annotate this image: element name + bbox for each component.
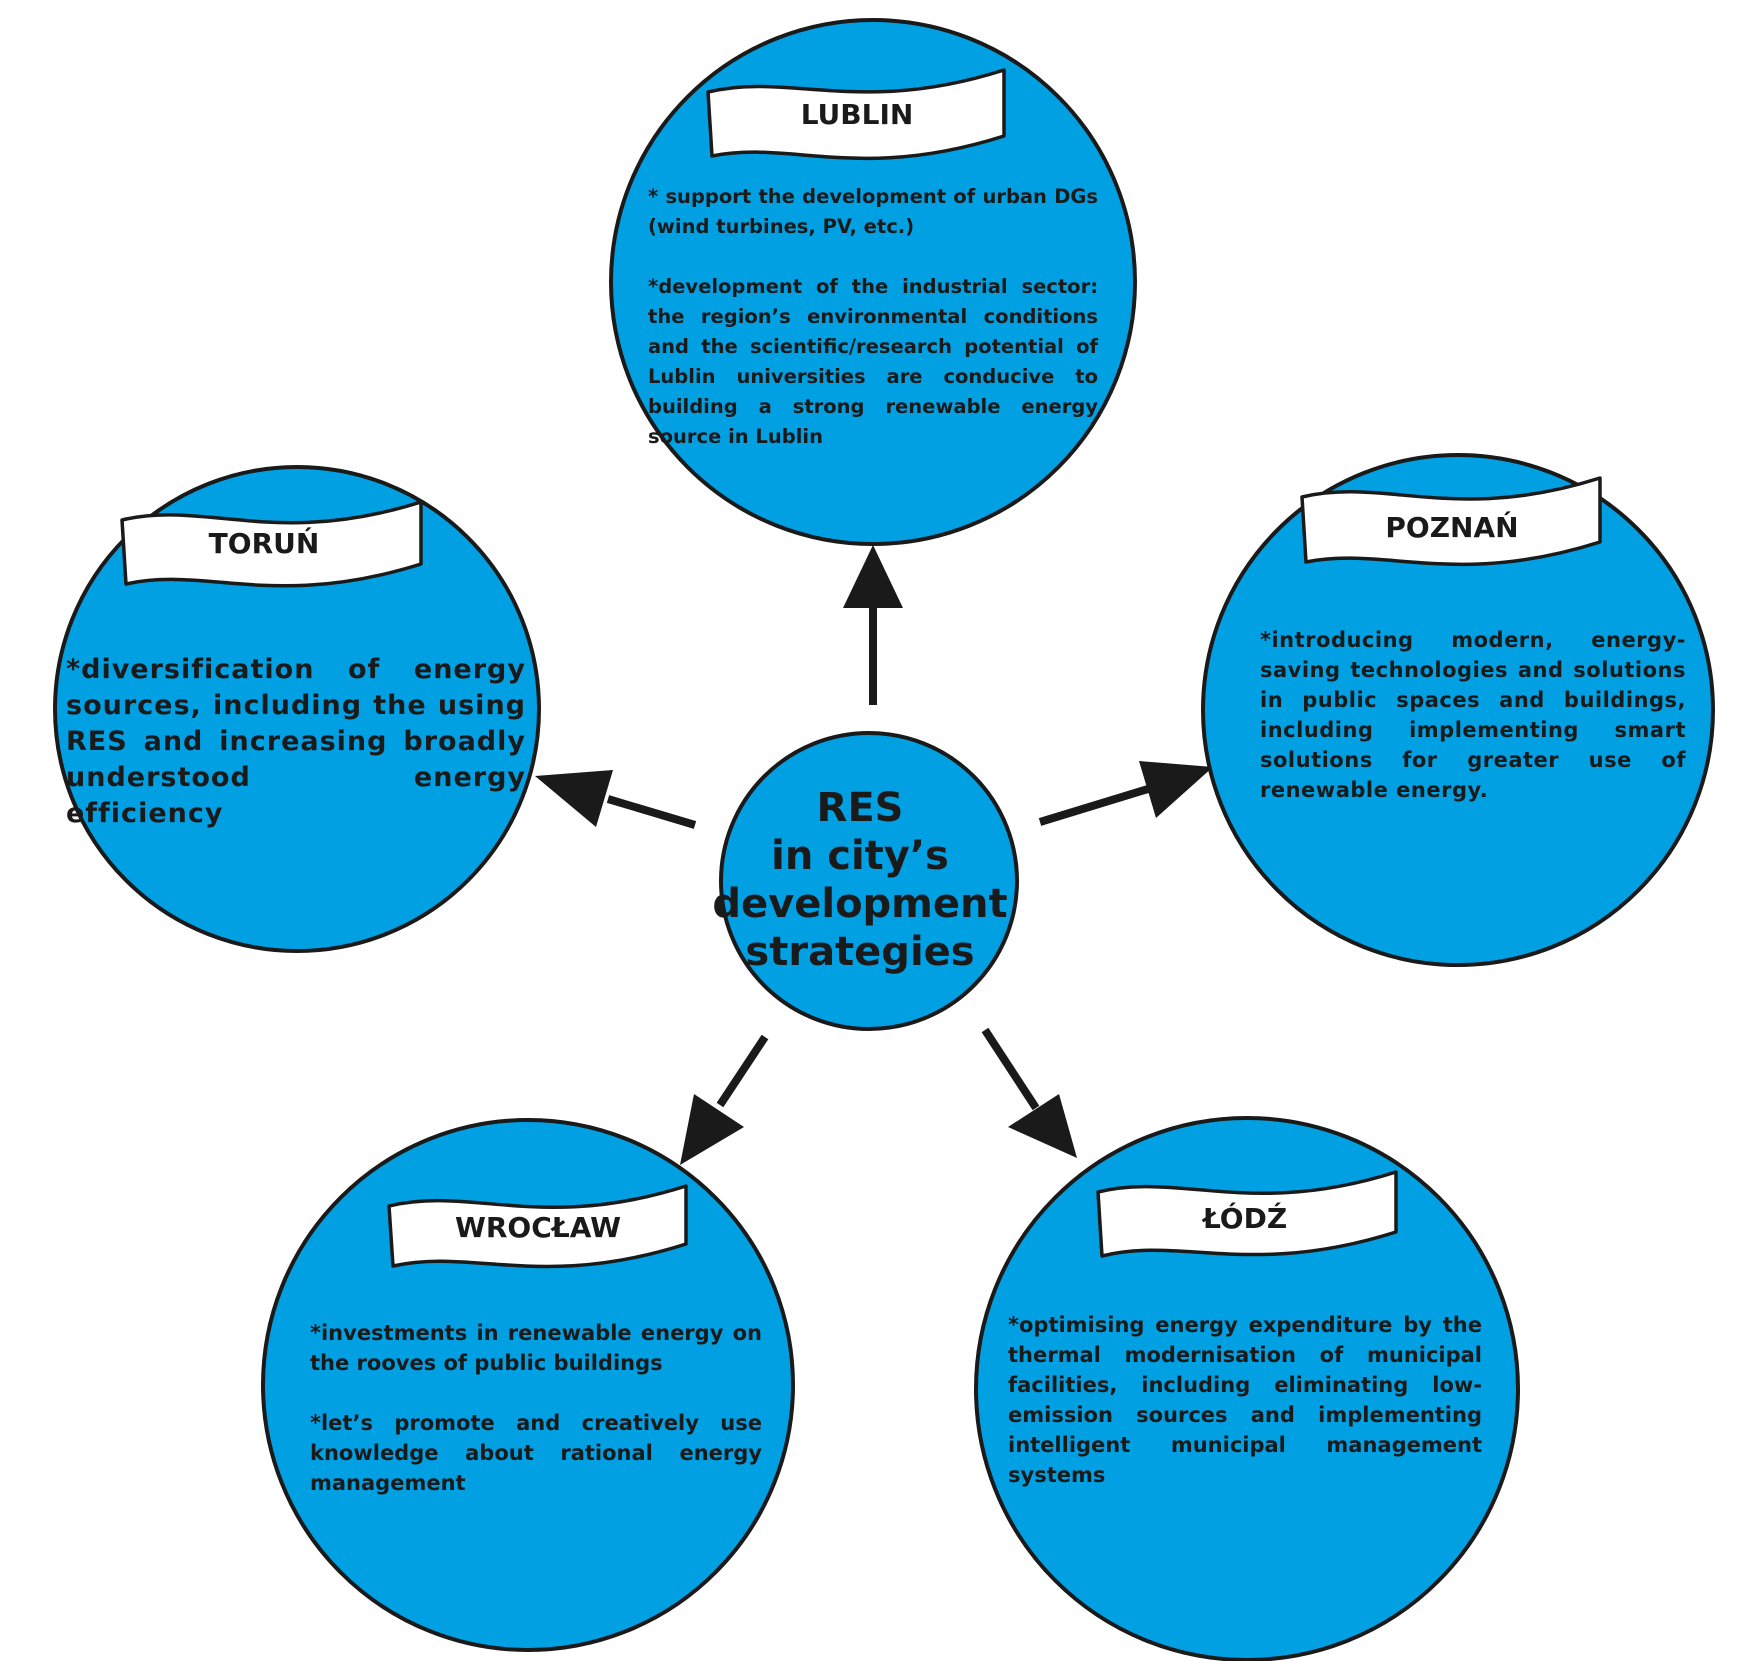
wroclaw-banner [387,1184,688,1269]
arrowhead-poznan [1139,761,1213,818]
poznan-item: *introducing modern, energy-saving techn… [1260,628,1686,802]
poznan-label: POZNAŃ [1385,510,1518,544]
lublin-item: * support the development of urban DGs (… [648,185,1098,238]
connector-to-wroclaw [716,1034,769,1108]
arrowhead-lodz [1008,1094,1077,1158]
lublin-strategy-text: * support the development of urban DGs (… [648,182,1098,452]
torun-banner [120,500,423,588]
wroclaw-label: WROCŁAW [455,1211,621,1244]
lublin-item: *development of the industrial sector: t… [648,275,1098,448]
connector-to-torun [606,795,697,829]
lublin-banner [706,68,1006,161]
torun-strategy-text: *diversification of energy sources, incl… [66,652,526,832]
torun-label: TORUŃ [209,526,320,560]
wroclaw-item: *let’s promote and creatively use knowle… [310,1411,762,1495]
center-title-line: in city’s [771,833,949,879]
arrowhead-wroclaw [680,1094,744,1165]
poznan-banner [1300,476,1602,567]
wroclaw-item: *investments in renewable energy on the … [310,1321,762,1375]
arrowhead-torun [535,770,613,827]
lodz-label: ŁÓDŹ [1201,1201,1287,1235]
lodz-item: *optimising energy expenditure by the th… [1008,1313,1482,1487]
center-title-line: RES [816,785,904,831]
wroclaw-strategy-text: *investments in renewable energy on the … [310,1318,762,1498]
torun-item: *diversification of energy sources, incl… [66,654,526,829]
poznan-circle [1201,453,1715,967]
connector-to-poznan [1038,785,1150,826]
lodz-strategy-text: *optimising energy expenditure by the th… [1008,1310,1482,1490]
connector-to-lodz [981,1027,1040,1111]
poznan-strategy-text: *introducing modern, energy-saving techn… [1260,625,1686,805]
center-title: RES in city’s development strategies [690,770,1030,990]
center-circle [719,731,1019,1031]
lublin-label: LUBLIN [801,98,914,131]
arrowhead-lublin [843,545,903,608]
center-title-line: strategies [745,929,975,975]
torun-circle [53,465,541,953]
lodz-banner [1096,1170,1398,1258]
center-title-line: development [712,881,1008,927]
